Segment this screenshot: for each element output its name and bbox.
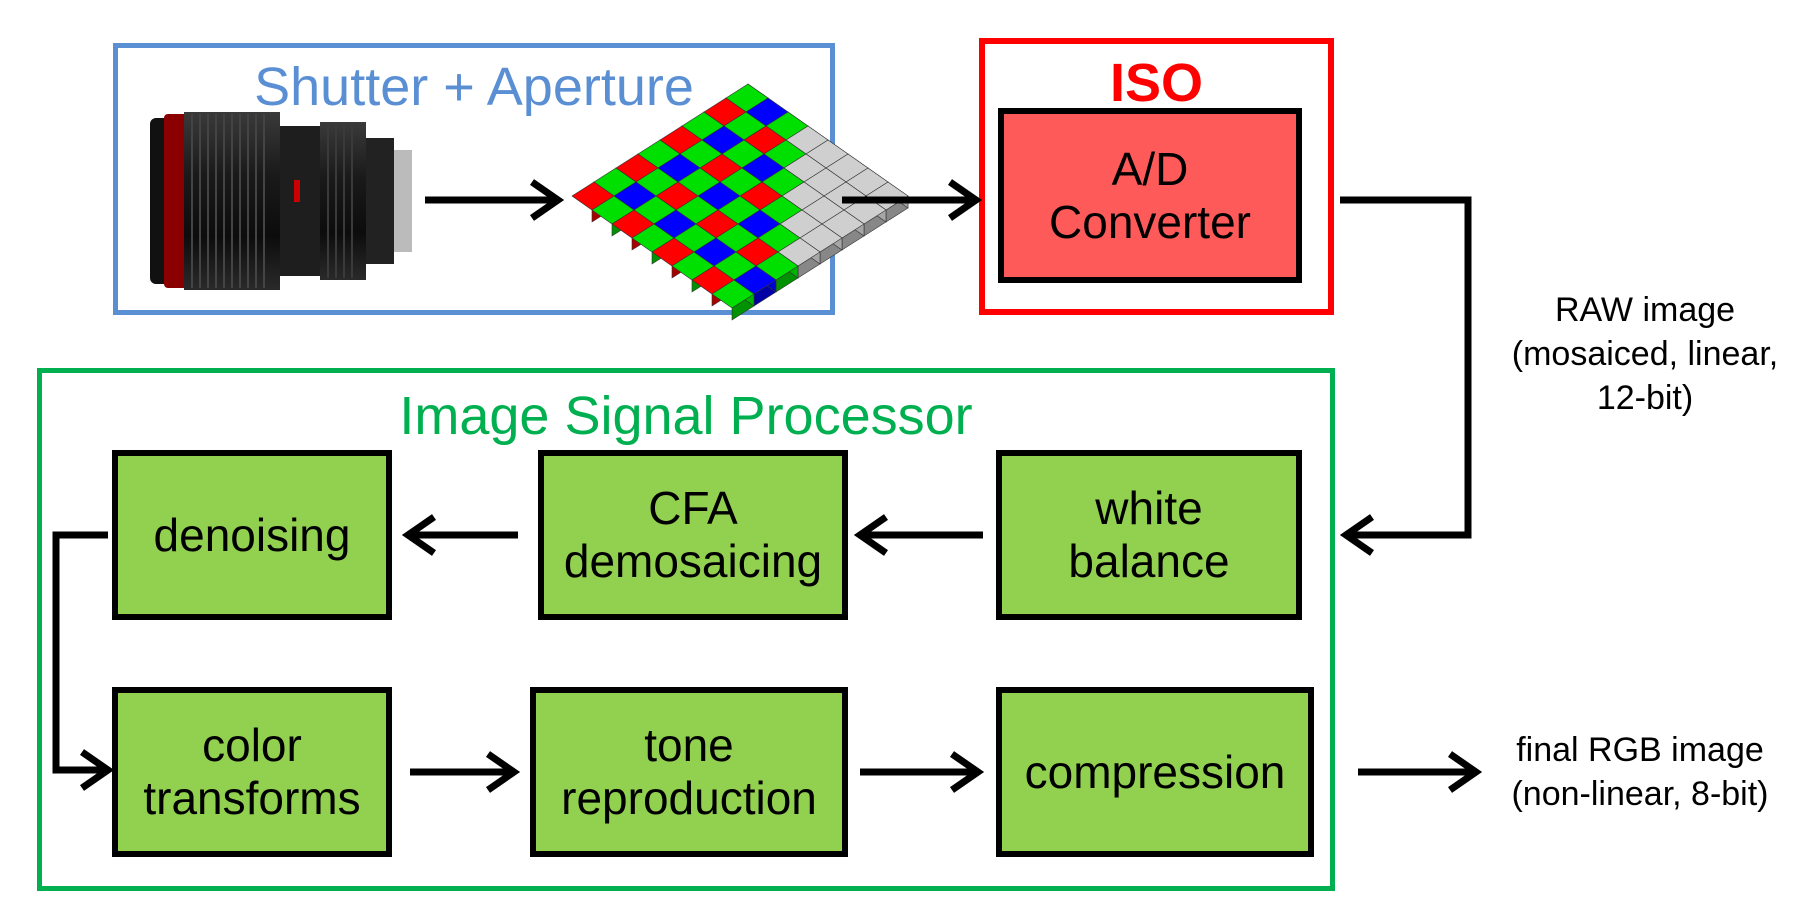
capture-title: Shutter + Aperture [254, 57, 694, 117]
tone-reproduction-block: tone reproduction [530, 687, 848, 857]
iso-title: ISO [1109, 53, 1204, 113]
isp-frame: Image Signal Processor [37, 368, 1335, 891]
arrow-color-to-tone [410, 751, 521, 793]
denoising-block: denoising [112, 450, 392, 620]
color-transforms-block: color transforms [112, 687, 392, 857]
arrow-compression-to-output [1358, 751, 1483, 793]
capture-frame: Shutter + Aperture [113, 43, 835, 315]
arrow-lens-to-sensor [425, 179, 565, 221]
arrow-raw-to-white-balance [1339, 196, 1472, 556]
ad-converter-block: A/D Converter [998, 108, 1302, 283]
white-balance-block: white balance [996, 450, 1302, 620]
camera-lens-icon [150, 112, 412, 290]
final-image-label: final RGB image (non-linear, 8-bit) [1511, 731, 1769, 814]
arrow-sensor-to-iso [842, 179, 983, 221]
arrow-tone-to-compression [860, 751, 985, 793]
arrow-denoising-to-color [52, 531, 115, 791]
raw-image-label: RAW image (mosaiced, linear, 12-bit) [1511, 291, 1779, 418]
compression-block: compression [996, 687, 1314, 857]
isp-title: Image Signal Processor [399, 386, 973, 446]
arrow-cfa-to-denoising [401, 514, 518, 556]
iso-frame: ISO [979, 38, 1334, 315]
arrow-white-balance-to-cfa [853, 514, 983, 556]
cfa-demosaicing-block: CFA demosaicing [538, 450, 848, 620]
bayer-sensor-icon [571, 83, 909, 321]
